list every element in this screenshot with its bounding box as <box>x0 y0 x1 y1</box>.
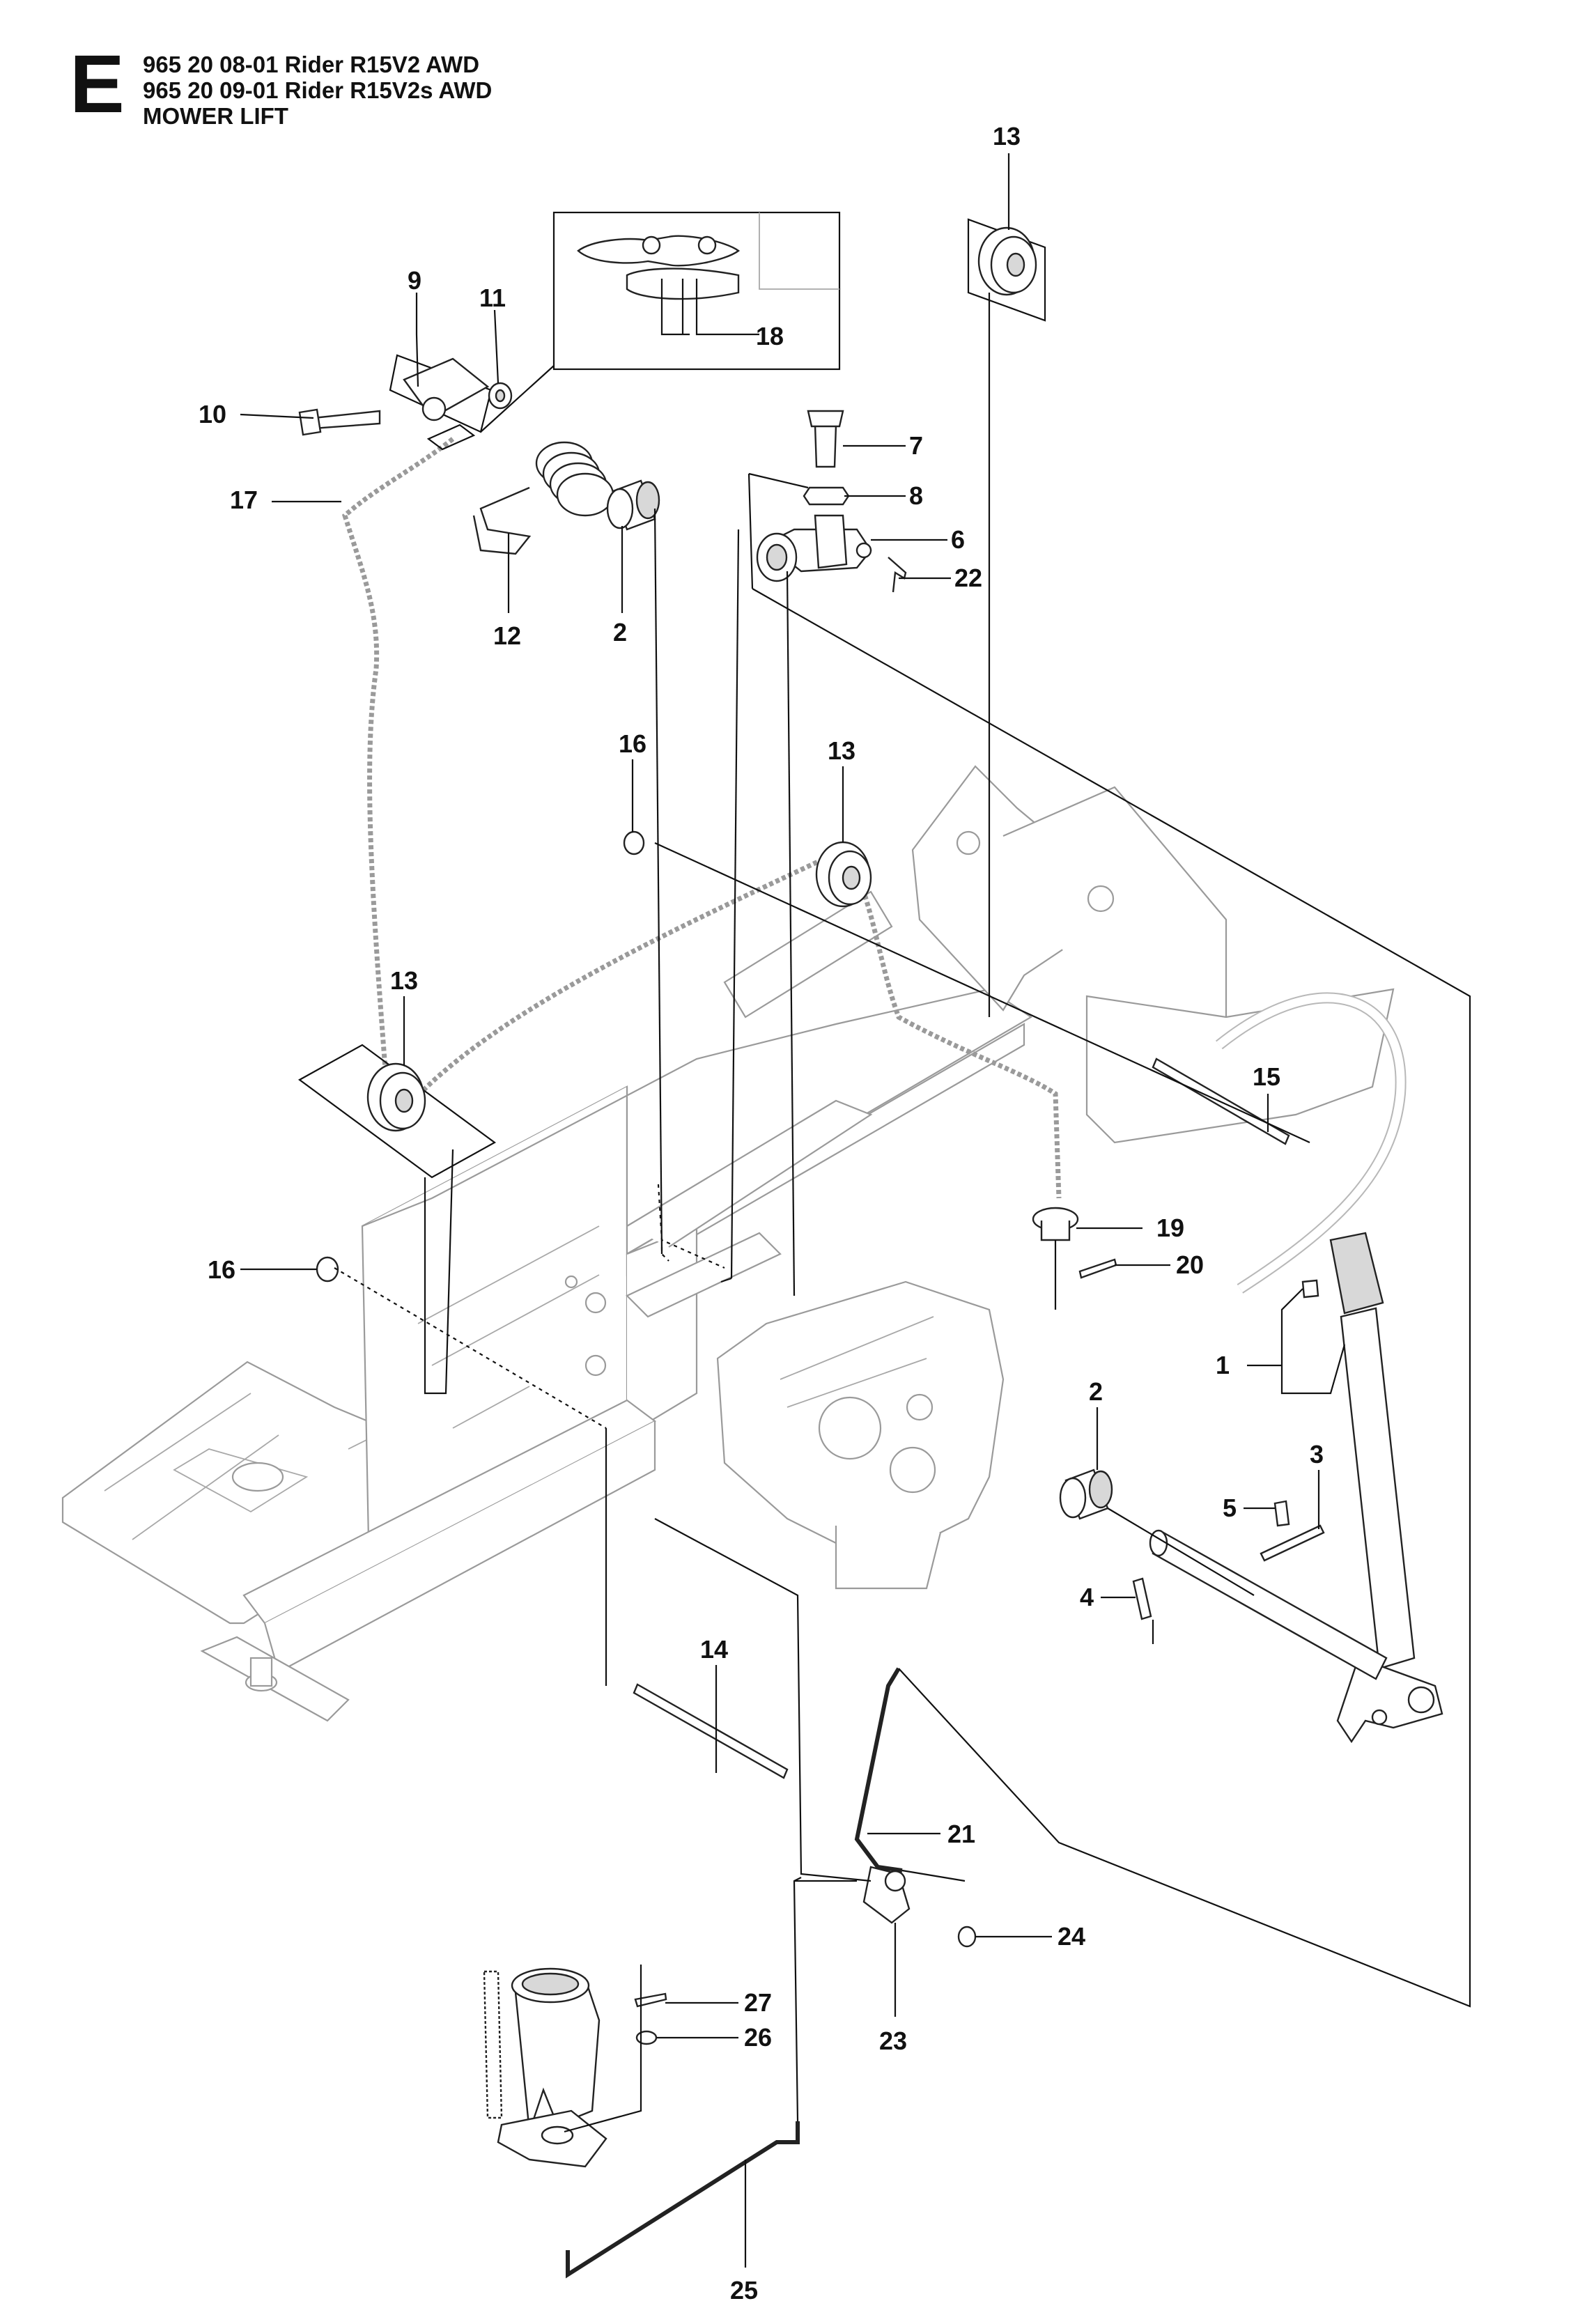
callout-18: 18 <box>756 322 784 350</box>
pulley-13-left <box>297 1044 497 1179</box>
callout-21: 21 <box>947 1820 975 1848</box>
nut-11 <box>488 382 513 410</box>
callout-16-upper: 16 <box>619 729 646 758</box>
bushing-19 <box>1032 1207 1079 1241</box>
screw-5 <box>1273 1500 1290 1527</box>
e-clip-16-left <box>316 1256 339 1283</box>
callout-6: 6 <box>951 525 965 554</box>
callout-13-middle: 13 <box>828 736 855 765</box>
cotter-pin-27 <box>634 1992 667 2008</box>
callout-2-upper: 2 <box>613 618 627 646</box>
cotter-pin-22 <box>888 557 907 593</box>
bushing-2-upper <box>606 479 660 531</box>
callout-9: 9 <box>408 266 421 295</box>
lever-bracket-23 <box>862 1866 911 1924</box>
callout-22: 22 <box>954 564 982 592</box>
adjuster-bracket-6 <box>748 472 872 589</box>
assembly-guide-lines <box>334 293 1471 2133</box>
inset-chain-link-detail <box>552 211 841 371</box>
callout-13-left: 13 <box>390 966 418 995</box>
pin-3 <box>1260 1524 1325 1562</box>
callout-3: 3 <box>1310 1440 1324 1469</box>
callout-16-left: 16 <box>208 1255 235 1284</box>
callout-12: 12 <box>493 621 521 650</box>
callout-15: 15 <box>1253 1062 1280 1091</box>
lift-arm-9 <box>389 354 555 451</box>
callout-27: 27 <box>744 1988 772 2017</box>
callout-4: 4 <box>1080 1583 1094 1611</box>
torsion-spring-12 <box>472 441 614 555</box>
pin-14 <box>633 1683 789 1779</box>
bushing-2-lower <box>1059 1469 1113 1520</box>
e-clip-24 <box>957 1926 977 1948</box>
pulley-13-middle <box>815 841 872 908</box>
callout-10: 10 <box>199 400 226 428</box>
page-header: E 965 20 08-01 Rider R15V2 AWD 965 20 09… <box>0 0 627 139</box>
callout-8: 8 <box>909 481 923 510</box>
lift-rod-21 <box>854 1667 903 1873</box>
callout-26: 26 <box>744 2023 772 2052</box>
pulley-13-top <box>967 218 1046 322</box>
callout-23: 23 <box>879 2027 907 2055</box>
lift-lever-1 <box>1301 1232 1443 1744</box>
diagram-title: MOWER LIFT <box>143 103 288 129</box>
callout-24: 24 <box>1058 1922 1085 1951</box>
callout-13-top: 13 <box>993 122 1021 150</box>
model-line-1: 965 20 08-01 Rider R15V2 AWD <box>143 52 480 77</box>
callout-7: 7 <box>909 431 923 460</box>
height-adjuster-assembly <box>483 1967 607 2168</box>
leader-lines <box>240 153 1346 2268</box>
roll-pin-4 <box>1132 1577 1152 1620</box>
callout-14: 14 <box>700 1635 728 1664</box>
model-line-2: 965 20 09-01 Rider R15V2s AWD <box>143 77 493 103</box>
washer-26 <box>635 2030 658 2045</box>
e-clip-16-upper <box>623 830 645 855</box>
callout-labels: 9 11 10 17 12 2 18 7 8 6 22 13 13 13 16 … <box>199 122 1324 2304</box>
callout-5: 5 <box>1223 1494 1237 1522</box>
callout-19: 19 <box>1156 1214 1184 1242</box>
bolt-10 <box>298 408 381 436</box>
nut-8 <box>803 486 850 506</box>
callout-20: 20 <box>1176 1250 1204 1279</box>
pin-20 <box>1078 1258 1117 1279</box>
callout-11: 11 <box>479 284 506 312</box>
bolt-7 <box>807 410 844 468</box>
callout-25: 25 <box>730 2276 758 2304</box>
rider-frame <box>61 765 1407 1722</box>
callout-17: 17 <box>230 486 258 514</box>
callout-2-lower: 2 <box>1089 1377 1103 1406</box>
link-rod-25 <box>566 2121 800 2279</box>
callout-1: 1 <box>1216 1351 1230 1379</box>
section-letter: E <box>70 38 125 130</box>
